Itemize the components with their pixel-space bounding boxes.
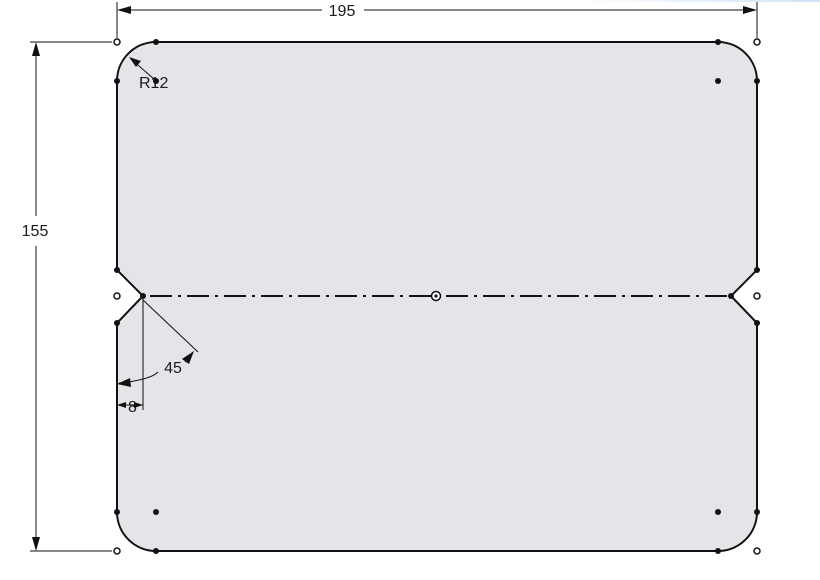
sketch-point[interactable] bbox=[114, 509, 120, 515]
sketch-point[interactable] bbox=[153, 39, 159, 45]
radius-dimension-label: R12 bbox=[139, 75, 168, 92]
offset-dimension[interactable]: 8 bbox=[117, 399, 143, 416]
sketch-point[interactable] bbox=[754, 78, 760, 84]
angle-dimension-label: 45 bbox=[164, 360, 182, 377]
height-dimension[interactable]: 155 bbox=[22, 41, 112, 552]
width-dimension[interactable]: 195 bbox=[116, 2, 758, 38]
sketch-point[interactable] bbox=[715, 39, 721, 45]
virtual-midpoint[interactable] bbox=[113, 292, 121, 300]
width-arrow-right bbox=[743, 6, 757, 14]
sketch-point[interactable] bbox=[140, 293, 146, 299]
sketch-point[interactable] bbox=[754, 267, 760, 273]
arc-center-point[interactable] bbox=[153, 509, 159, 515]
top-highlight-bar bbox=[0, 0, 820, 2]
angle-dimension[interactable]: 45 bbox=[117, 296, 199, 410]
virtual-midpoint[interactable] bbox=[753, 292, 761, 300]
arc-center-point[interactable] bbox=[153, 78, 159, 84]
sketch-point[interactable] bbox=[114, 267, 120, 273]
sketch-point[interactable] bbox=[728, 293, 734, 299]
angle-extension-diagonal bbox=[142, 299, 199, 353]
arc-center-point[interactable] bbox=[715, 509, 721, 515]
sketch-point[interactable] bbox=[754, 509, 760, 515]
offset-arrow-left bbox=[117, 402, 126, 408]
sketch-point[interactable] bbox=[114, 320, 120, 326]
virtual-corner-point[interactable] bbox=[113, 38, 121, 46]
width-dimension-label: 195 bbox=[329, 3, 356, 20]
sketch-point[interactable] bbox=[715, 548, 721, 554]
arc-center-point[interactable] bbox=[715, 78, 721, 84]
sketch-point[interactable] bbox=[754, 320, 760, 326]
sketch-point[interactable] bbox=[153, 548, 159, 554]
height-dimension-label: 155 bbox=[22, 223, 49, 240]
virtual-corner-point[interactable] bbox=[753, 547, 761, 555]
offset-dimension-label: 8 bbox=[128, 399, 137, 416]
offset-arrow-right bbox=[134, 402, 143, 408]
center-midpoint-dot bbox=[434, 294, 438, 298]
angle-arrow-right bbox=[182, 351, 194, 364]
radius-arrow bbox=[129, 57, 141, 67]
width-arrow-left bbox=[117, 6, 131, 14]
virtual-corner-point[interactable] bbox=[113, 547, 121, 555]
construction-points[interactable] bbox=[113, 38, 761, 555]
height-arrow-top bbox=[32, 42, 40, 56]
sketch-points[interactable] bbox=[114, 39, 760, 554]
height-arrow-bottom bbox=[32, 537, 40, 551]
virtual-corner-point[interactable] bbox=[753, 38, 761, 46]
sketch-point[interactable] bbox=[114, 78, 120, 84]
angle-arrow-left bbox=[117, 378, 131, 387]
radius-dimension[interactable]: R12 bbox=[129, 57, 168, 92]
